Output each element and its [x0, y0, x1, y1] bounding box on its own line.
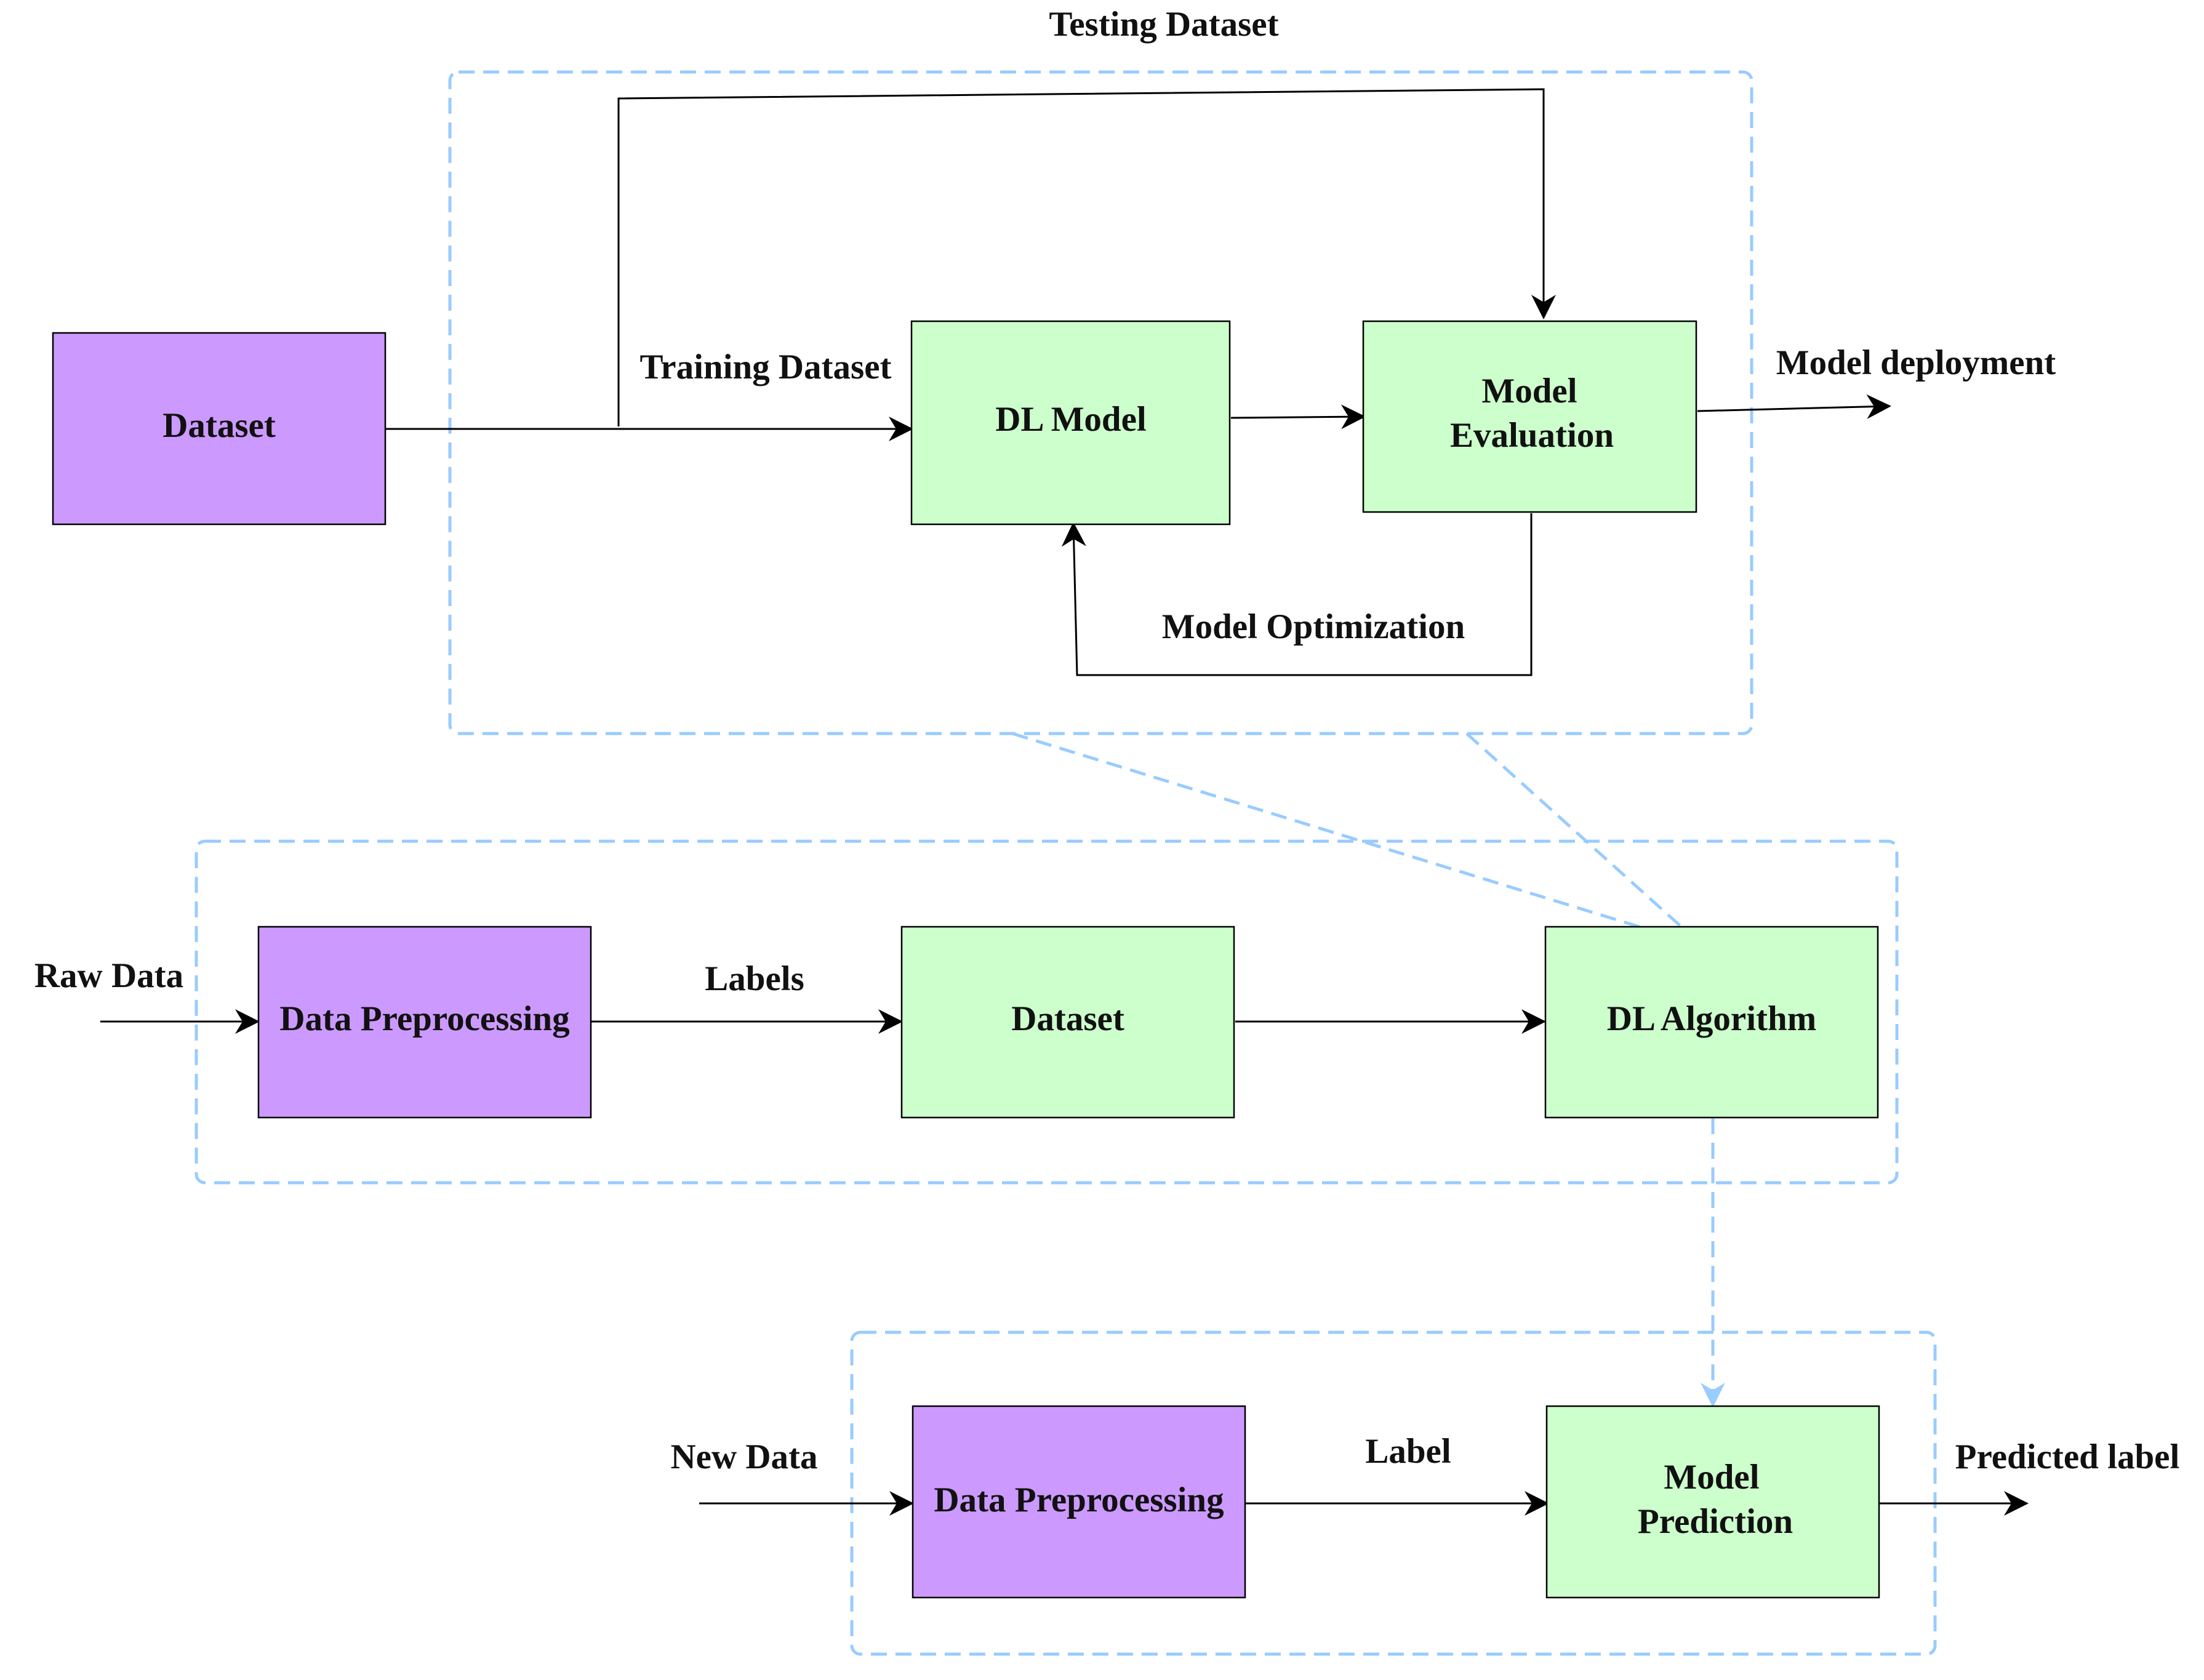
model-evaluation-node-label-line2: Evaluation [1450, 416, 1614, 455]
dl-algorithm-node-box [1544, 926, 1879, 1119]
dl-algorithm-node: DL Algorithm [1544, 926, 1879, 1119]
model-prediction-node-label-line2: Prediction [1638, 1502, 1793, 1541]
dataset-node-top: Dataset [52, 332, 387, 526]
dataset-node-middle: Dataset [900, 926, 1235, 1119]
dataset-node-top-box [52, 332, 387, 526]
dl-model-node-box [910, 320, 1231, 526]
data-preprocessing-node-middle-label: Data Preprocessing [279, 999, 569, 1038]
optimization-loop-arrow [1061, 513, 1533, 676]
data-preprocessing-node-bottom-box [912, 1405, 1246, 1599]
deployment-arrow [1697, 394, 1891, 419]
testing-dataset-frame [448, 70, 1753, 735]
data-preprocessing-node-bottom-label: Data Preprocessing [934, 1481, 1224, 1519]
model-evaluation-node-box [1362, 320, 1697, 513]
dataset-node-middle-box [900, 926, 1235, 1119]
dl-model-node-label: DL Model [995, 400, 1146, 439]
training-dataset-label: Training Dataset [639, 348, 891, 386]
model-optimization-label: Model Optimization [1162, 607, 1465, 646]
model-prediction-node-box [1545, 1405, 1880, 1599]
model-deployment-label: Model deployment [1776, 343, 2056, 382]
model-prediction-node: Model Prediction [1545, 1405, 1880, 1599]
raw-data-label: Raw Data [34, 956, 183, 995]
dataset-node-top-label: Dataset [162, 406, 276, 445]
frame-link-left [1012, 732, 1644, 930]
data-preprocessing-node-middle-box [257, 926, 592, 1119]
data-preprocessing-node-bottom: Data Preprocessing [912, 1405, 1246, 1599]
label-label: Label [1365, 1432, 1451, 1471]
dl-model-node: DL Model [910, 320, 1231, 526]
labels-label: Labels [705, 959, 804, 998]
prediction-pipeline-frame [850, 1330, 1937, 1656]
dl-algorithm-node-label: DL Algorithm [1607, 999, 1816, 1038]
model-evaluation-node: Model Evaluation [1362, 320, 1697, 513]
training-pipeline-frame [194, 839, 1899, 1185]
model-evaluation-node-label-line1: Model [1481, 372, 1577, 410]
data-preprocessing-node-middle: Data Preprocessing [257, 926, 592, 1119]
predicted-label-label: Predicted label [1955, 1438, 2180, 1476]
model-prediction-node-label-line1: Model [1664, 1458, 1759, 1497]
new-data-label: New Data [670, 1438, 817, 1476]
dl-model-to-evaluation-arrow [1230, 404, 1366, 430]
testing-dataset-label: Testing Dataset [1049, 5, 1278, 44]
dataset-node-middle-label: Dataset [1011, 999, 1124, 1038]
testing-dataset-arrow [617, 88, 1556, 426]
frame-link-right [1465, 732, 1684, 929]
